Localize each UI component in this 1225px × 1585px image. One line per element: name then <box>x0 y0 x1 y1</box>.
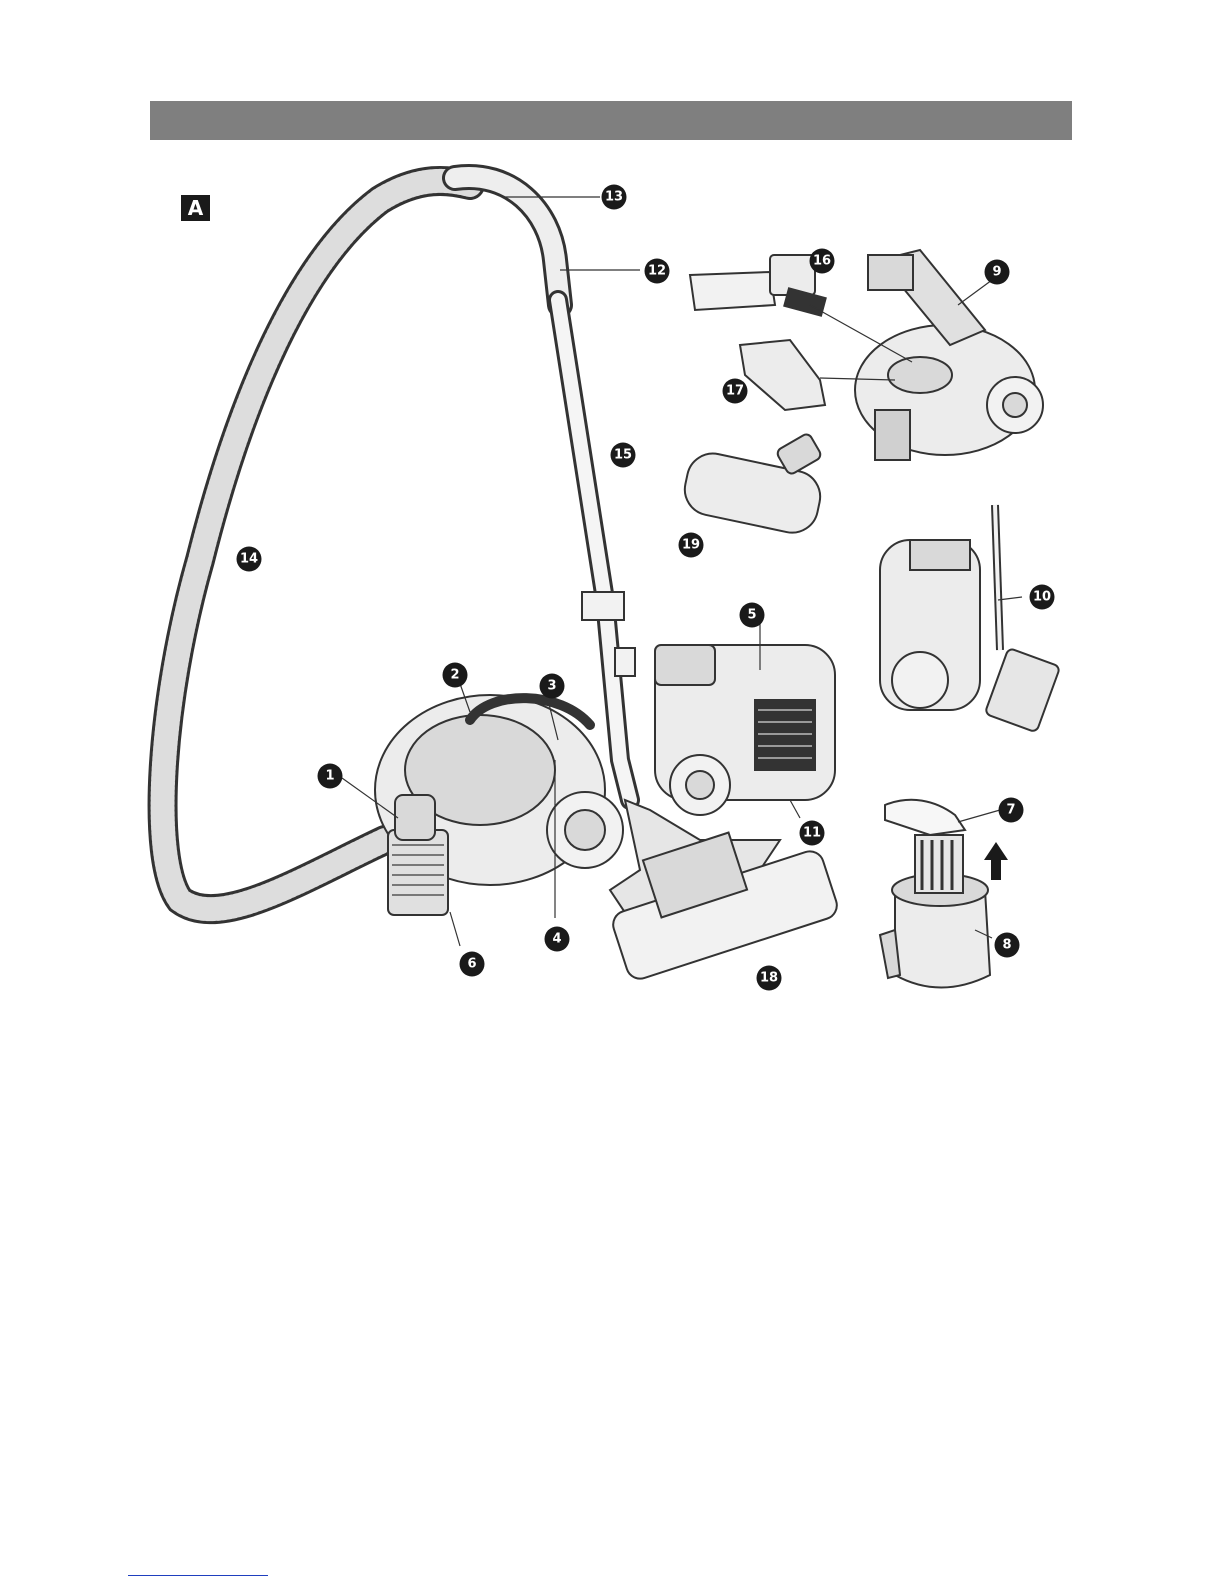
svg-text:4: 4 <box>552 932 561 947</box>
hand-icon <box>885 800 965 835</box>
callout-15: 15 <box>611 443 636 468</box>
callout-18: 18 <box>757 966 782 991</box>
svg-text:11: 11 <box>803 826 821 841</box>
svg-text:9: 9 <box>992 265 1001 280</box>
callout-6: 6 <box>460 952 485 977</box>
svg-text:10: 10 <box>1033 590 1051 605</box>
accessories <box>680 255 827 537</box>
callout-16: 16 <box>810 249 835 274</box>
callout-10: 10 <box>1030 585 1055 610</box>
rear-view-illustration <box>655 645 835 815</box>
parking-position-illustration <box>880 505 1060 732</box>
callout-2: 2 <box>443 663 468 688</box>
callout-12: 12 <box>645 259 670 284</box>
svg-text:17: 17 <box>726 384 744 399</box>
callout-19: 19 <box>679 533 704 558</box>
svg-text:12: 12 <box>648 264 666 279</box>
callout-13: 13 <box>602 185 627 210</box>
callout-1: 1 <box>318 764 343 789</box>
callout-3: 3 <box>540 674 565 699</box>
front-grille <box>388 830 448 915</box>
dust-container-top <box>888 357 952 393</box>
callout-11: 11 <box>800 821 825 846</box>
svg-text:6: 6 <box>467 957 476 972</box>
svg-text:1: 1 <box>325 769 334 784</box>
arrow-up-icon <box>984 842 1008 880</box>
svg-text:15: 15 <box>614 448 632 463</box>
footer-rule <box>128 1575 268 1576</box>
callout-4: 4 <box>545 927 570 952</box>
svg-text:18: 18 <box>760 971 778 986</box>
svg-text:13: 13 <box>605 190 623 205</box>
svg-text:2: 2 <box>450 668 459 683</box>
callout-8: 8 <box>995 933 1020 958</box>
svg-text:14: 14 <box>240 552 258 567</box>
callout-5: 5 <box>740 603 765 628</box>
crevice-tool <box>690 272 775 310</box>
tube-clip <box>582 592 624 620</box>
filter-removal-illustration <box>880 800 1008 988</box>
svg-text:19: 19 <box>682 538 700 553</box>
callout-9: 9 <box>985 260 1010 285</box>
callout-7: 7 <box>999 798 1024 823</box>
callout-17: 17 <box>723 379 748 404</box>
hose-inlet <box>395 795 435 840</box>
open-lid-illustration <box>855 250 1043 460</box>
callout-14: 14 <box>237 547 262 572</box>
svg-text:8: 8 <box>1002 938 1011 953</box>
upholstery-nozzle <box>740 340 825 410</box>
svg-text:3: 3 <box>547 679 556 694</box>
svg-text:16: 16 <box>813 254 831 269</box>
svg-text:7: 7 <box>1006 803 1015 818</box>
svg-text:5: 5 <box>747 608 756 623</box>
